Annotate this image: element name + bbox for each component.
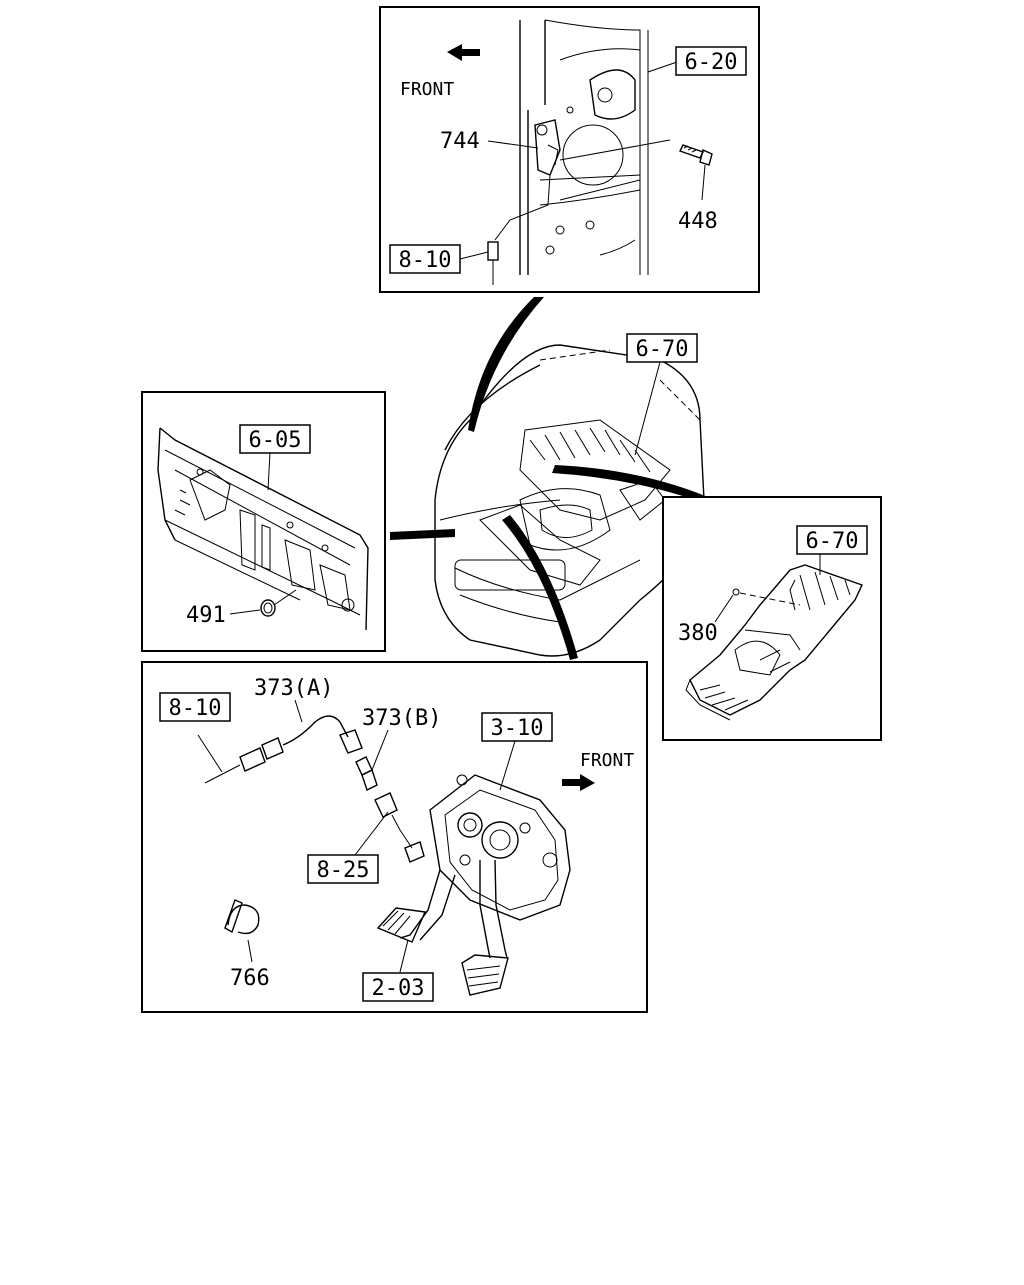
- part-label-448[interactable]: 448: [678, 209, 718, 234]
- part-label-380[interactable]: 380: [678, 621, 718, 646]
- ref-label-6-70-right: 6-70: [806, 529, 859, 554]
- front-label-top: FRONT: [400, 79, 454, 100]
- cab-body: [434, 344, 706, 657]
- ref-label-2-03: 2-03: [372, 976, 425, 1001]
- ref-label-8-25: 8-25: [317, 858, 370, 883]
- ref-box-8-10-bottom[interactable]: [159, 692, 231, 722]
- ref-label-6-05: 6-05: [249, 428, 302, 453]
- ref-label-8-10-top: 8-10: [399, 248, 452, 273]
- ref-label-3-10: 3-10: [491, 716, 544, 741]
- ref-box-6-70-right[interactable]: [796, 525, 868, 555]
- ref-box-6-70-main[interactable]: [626, 333, 698, 363]
- right-detail-panel: 6-70 380: [662, 496, 882, 741]
- part-label-491[interactable]: 491: [186, 603, 226, 628]
- bottom-detail-panel: 8-10 373(A) 373(B) 3-10 FRONT 8-25 766 2…: [141, 661, 648, 1013]
- cab-callout: 6-70: [626, 333, 698, 456]
- ref-box-8-25[interactable]: [307, 854, 379, 884]
- top-detail-panel: 6-20 FRONT 744 448 8-10: [379, 6, 760, 293]
- ref-box-3-10[interactable]: [481, 712, 553, 742]
- callout-arcs: [390, 297, 745, 660]
- ref-label-6-70-main: 6-70: [636, 337, 689, 362]
- ref-label-8-10-bottom: 8-10: [169, 696, 222, 721]
- part-label-373b[interactable]: 373(B): [362, 706, 441, 731]
- part-label-744[interactable]: 744: [440, 129, 480, 154]
- front-label-bottom: FRONT: [580, 750, 634, 771]
- ref-box-6-20[interactable]: [675, 46, 747, 76]
- part-label-766[interactable]: 766: [230, 966, 270, 991]
- left-detail-panel: 6-05 491: [141, 391, 386, 652]
- ref-box-8-10-top[interactable]: [389, 244, 461, 274]
- ref-box-2-03[interactable]: [362, 972, 434, 1002]
- ref-label-6-20: 6-20: [685, 50, 738, 75]
- ref-box-6-05[interactable]: [239, 424, 311, 454]
- part-label-373a[interactable]: 373(A): [254, 676, 333, 701]
